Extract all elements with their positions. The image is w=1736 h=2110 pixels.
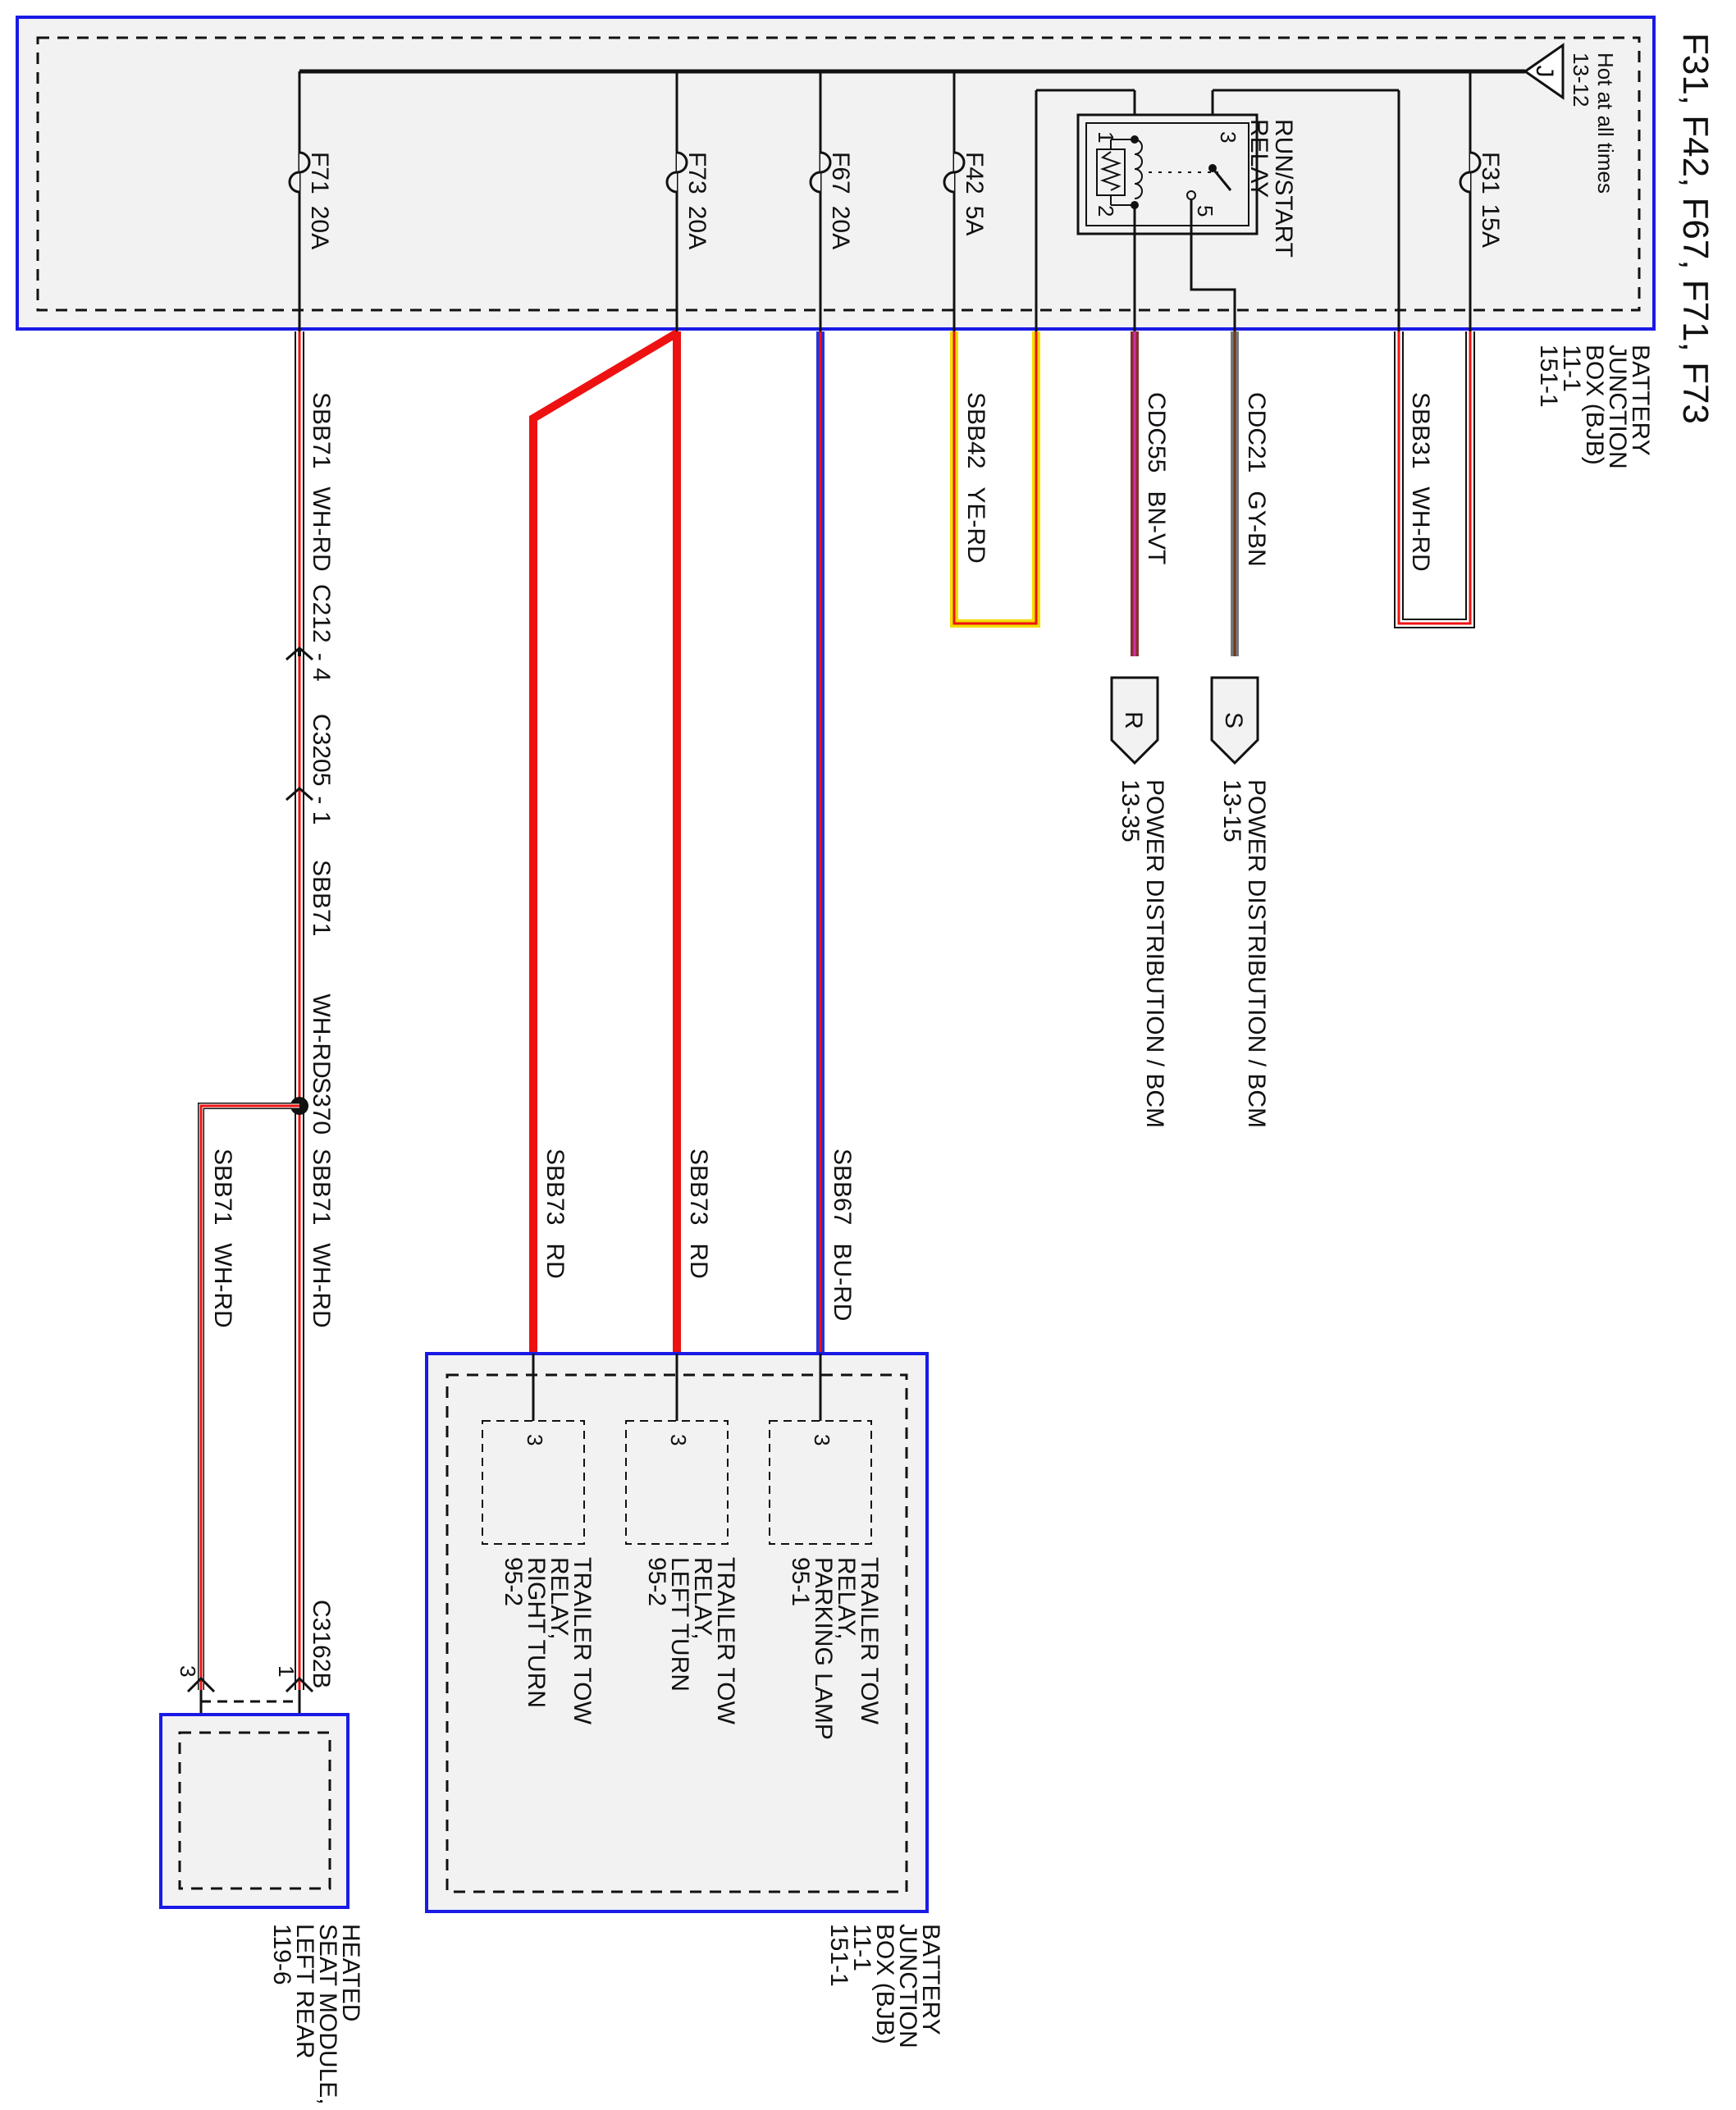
s370-label: S370 (308, 1077, 335, 1135)
wire-sbb42 (950, 331, 1040, 628)
offpage-connector-s: S (1210, 676, 1259, 765)
svg-text:F7320A: F7320A (683, 152, 710, 249)
relay-output-lead (1190, 199, 1236, 331)
heated-seat-module-inner (178, 1731, 331, 1890)
fuse-f67: F6720A (809, 71, 854, 331)
trailer-tow-relay-right-turn: 3 TRAILER TOW RELAY, RIGHT TURN 95-2 (482, 1420, 596, 1731)
bottom-junction-box-label: BATTERY JUNCTION BOX (BJB) 11-1 151-1 (825, 1924, 944, 2055)
run-start-relay: 1 2 3 5 (1076, 113, 1259, 235)
svg-text:2: 2 (1094, 205, 1118, 217)
wire-sbb73-left (529, 329, 679, 1354)
sbb71-branch-label: SBB71WH-RD (209, 1149, 236, 1328)
diagram-title: F31, F42, F67, F71, F73 (1675, 33, 1715, 424)
offpage-connector-r: R (1110, 676, 1159, 765)
trailer-tow-relay-left-turn: 3 TRAILER TOW RELAY, LEFT TURN 95-2 (625, 1420, 739, 1731)
svg-text:TRAILER TOW RELAY,: TRAILER TOW RELAY, RIGHT TURN 95-2 (500, 1557, 596, 1731)
hot-at-all-times-label: Hot at all times 13-12 (1569, 53, 1618, 199)
run-start-relay-label: RUN/START RELAY (1245, 119, 1297, 264)
svg-text:F6720A: F6720A (827, 152, 854, 249)
svg-text:3: 3 (1216, 131, 1240, 143)
c3162b-label: C3162B (308, 1600, 335, 1688)
top-junction-box-inner (36, 36, 1641, 312)
connector-j-letter: J (1531, 66, 1558, 78)
sbb73-left-label: SBB73RD (541, 1149, 569, 1279)
fuse-f71: F7120A (288, 71, 333, 331)
svg-text:TRAILER TOW RELAY,: TRAILER TOW RELAY, LEFT TURN 95-2 (643, 1557, 739, 1731)
fuse-f42: F425A (943, 71, 988, 331)
fuse-f73: F7320A (665, 71, 710, 331)
c212-label: C212- 4 (308, 584, 335, 682)
svg-text:F7120A: F7120A (306, 152, 333, 249)
fuse-f31: F3115A (1459, 71, 1504, 331)
sbb71-label-2: SBB71WH-RD (308, 860, 335, 1079)
sbb42-label: SBB42YE-RD (962, 392, 989, 564)
sbb71-label-3: SBB71WH-RD (308, 1149, 335, 1328)
svg-text:S: S (1220, 712, 1247, 728)
top-junction-box-label: BATTERY JUNCTION BOX (BJB) 11-1 151-1 (1535, 345, 1654, 476)
wire-sbb71-branch (198, 1103, 299, 1690)
svg-text:F425A: F425A (961, 152, 988, 235)
svg-text:1: 1 (1094, 131, 1118, 143)
sbb71-label-1: SBB71WH-RD (308, 392, 335, 572)
offpage-s-label: POWER DISTRIBUTION / BCM 13-15 (1218, 779, 1270, 1135)
connector-j-symbol (1523, 43, 1565, 100)
bottom-junction-box-inner (445, 1373, 908, 1893)
heated-seat-module-label: HEATED SEAT MODULE, LEFT REAR 119-6 (268, 1924, 364, 2110)
connector-c212 (286, 646, 313, 661)
heated-seat-module (159, 1713, 349, 1909)
wire-sbb31 (1394, 331, 1475, 628)
trailer-tow-relay-parking-lamp: 3 TRAILER TOW RELAY, PARKING LAMP 95-1 (769, 1420, 883, 1747)
cdc55-label: CDC55BN-VT (1143, 392, 1170, 564)
offpage-r-label: POWER DISTRIBUTION / BCM 13-35 (1117, 779, 1168, 1135)
cdc21-label: CDC21GY-BN (1243, 392, 1270, 567)
sbb67-label: SBB67BU-RD (829, 1149, 856, 1321)
svg-text:3: 3 (666, 1434, 691, 1445)
c3205-label: C3205- 1 (308, 714, 335, 824)
top-junction-box (16, 16, 1656, 331)
svg-text:3: 3 (523, 1434, 547, 1445)
connector-c3205 (286, 787, 313, 802)
svg-text:5: 5 (1193, 205, 1217, 217)
svg-text:TRAILER TOW RELAY,: TRAILER TOW RELAY, PARKING LAMP 95-1 (787, 1557, 883, 1747)
svg-text:R: R (1120, 711, 1147, 729)
svg-text:3: 3 (176, 1665, 200, 1677)
sbb31-label: SBB31WH-RD (1407, 392, 1434, 572)
sbb73-right-label: SBB73RD (685, 1149, 712, 1279)
svg-text:3: 3 (810, 1434, 834, 1445)
svg-text:1: 1 (274, 1665, 299, 1677)
svg-text:F3115A: F3115A (1477, 152, 1504, 248)
